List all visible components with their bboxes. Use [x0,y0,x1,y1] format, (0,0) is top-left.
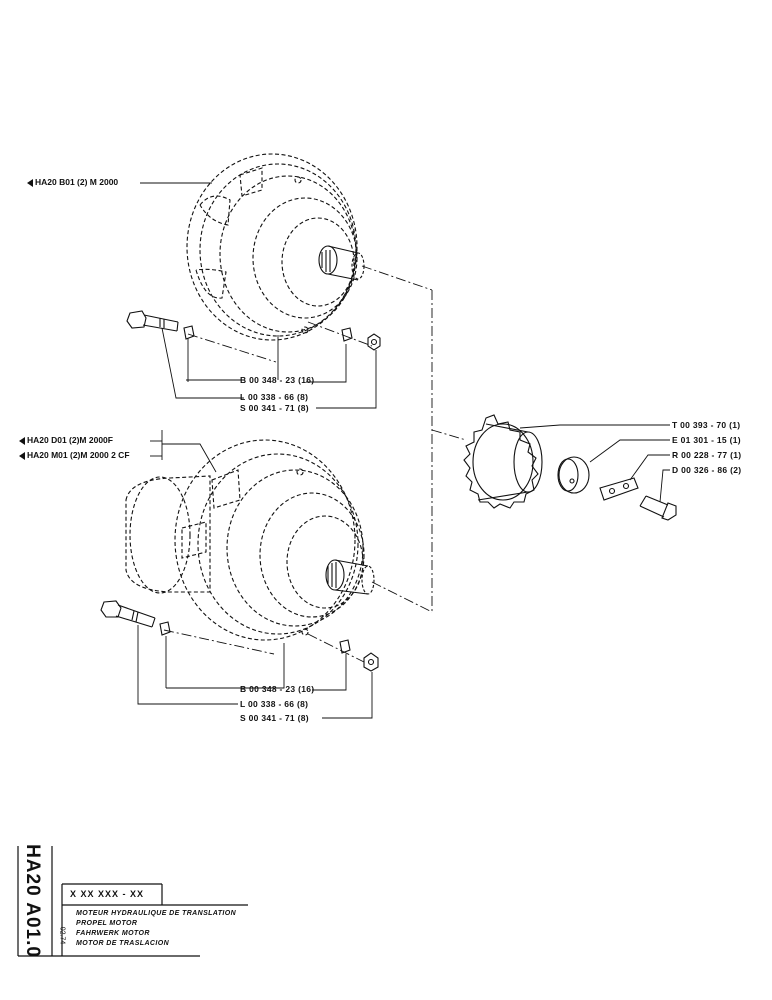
pointer-triangle-icon [27,178,33,187]
leader-lines [137,182,670,719]
motor-ref-bottom-1: HA20 D01 (2)M 2000F [19,435,113,445]
part-code-gear-bolt: D 00 326 - 86 (2) [672,465,742,475]
motor-ref-top: HA20 B01 (2) M 2000 [27,177,118,187]
top-washer-left [183,325,195,340]
bottom-washer-right [339,639,351,654]
motor-ref-bottom-2: HA20 M01 (2)M 2000 2 CF [19,450,130,460]
reference-number: X XX XXX - XX [70,889,145,899]
bottom-motor-shaft [325,559,375,595]
part-code-bottom-nut: S 00 341 - 71 (8) [240,713,309,723]
pinion-gear [463,414,543,509]
part-code-top-bolt: B 00 348 - 23 (16) [240,375,315,385]
title-fr: MOTEUR HYDRAULIQUE DE TRANSLATION [76,910,237,917]
top-motor-shaft [318,245,365,281]
bottom-propel-motor [125,439,365,641]
pointer-triangle-icon [19,451,25,460]
top-washer-right [341,327,353,342]
top-propel-motor [186,153,358,341]
part-code-lock-plate: R 00 228 - 77 (1) [672,450,742,460]
bottom-washer-left [159,621,171,636]
lock-plate [599,477,639,501]
part-code-bottom-washer: L 00 338 - 66 (8) [240,699,309,709]
gear-bolt [639,495,677,521]
drawing-date: 02.74 [58,926,66,944]
drawing-code: HA20 A01.0 [22,844,44,958]
part-code-top-washer: L 00 338 - 66 (8) [240,392,309,402]
part-code-top-nut: S 00 341 - 71 (8) [240,403,309,413]
retaining-plate [557,456,590,494]
part-code-plate: E 01 301 - 15 (1) [672,435,741,445]
top-bolt [126,310,179,332]
title-en: PROPEL MOTOR [76,920,138,927]
bottom-bolt [100,600,156,628]
bottom-nut [363,652,379,672]
part-code-bottom-bolt: B 00 348 - 23 (16) [240,684,315,694]
title-de: FAHRWERK MOTOR [76,930,150,937]
part-code-pinion: T 00 393 - 70 (1) [672,420,741,430]
assembly-centerlines [163,265,467,663]
pointer-triangle-icon [19,436,25,445]
title-es: MOTOR DE TRASLACION [76,940,170,947]
top-nut [367,333,381,351]
